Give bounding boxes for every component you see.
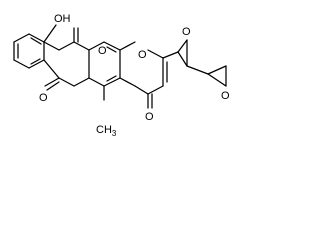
central-aromatic-ring (88, 41, 121, 87)
pyranone-ring (119, 41, 168, 95)
hydroxyl-label: OH (54, 13, 71, 25)
pyran-oxygen: O (138, 49, 147, 61)
chemical-structure-diagram: OH O O O O CH (13, 13, 230, 138)
epoxide-link-bond (186, 65, 209, 75)
epoxide-ring-2 (207, 65, 227, 87)
quinone-upper-oxygen: O (98, 45, 107, 57)
epoxide-oxygen-1: O (182, 26, 191, 38)
epoxide-oxygen-2: O (221, 90, 230, 102)
methyl-subscript: 3 (112, 129, 117, 138)
phenol-ring (13, 33, 45, 69)
pyranone-oxygen: O (145, 111, 154, 123)
methyl-label: CH3 (96, 124, 117, 138)
quinone-lower-carbonyl (44, 77, 60, 87)
quinone-ring (43, 41, 90, 87)
epoxide-ring-1 (162, 39, 188, 67)
hydroxyl-bond (43, 24, 57, 43)
quinone-lower-oxygen: O (39, 92, 48, 104)
